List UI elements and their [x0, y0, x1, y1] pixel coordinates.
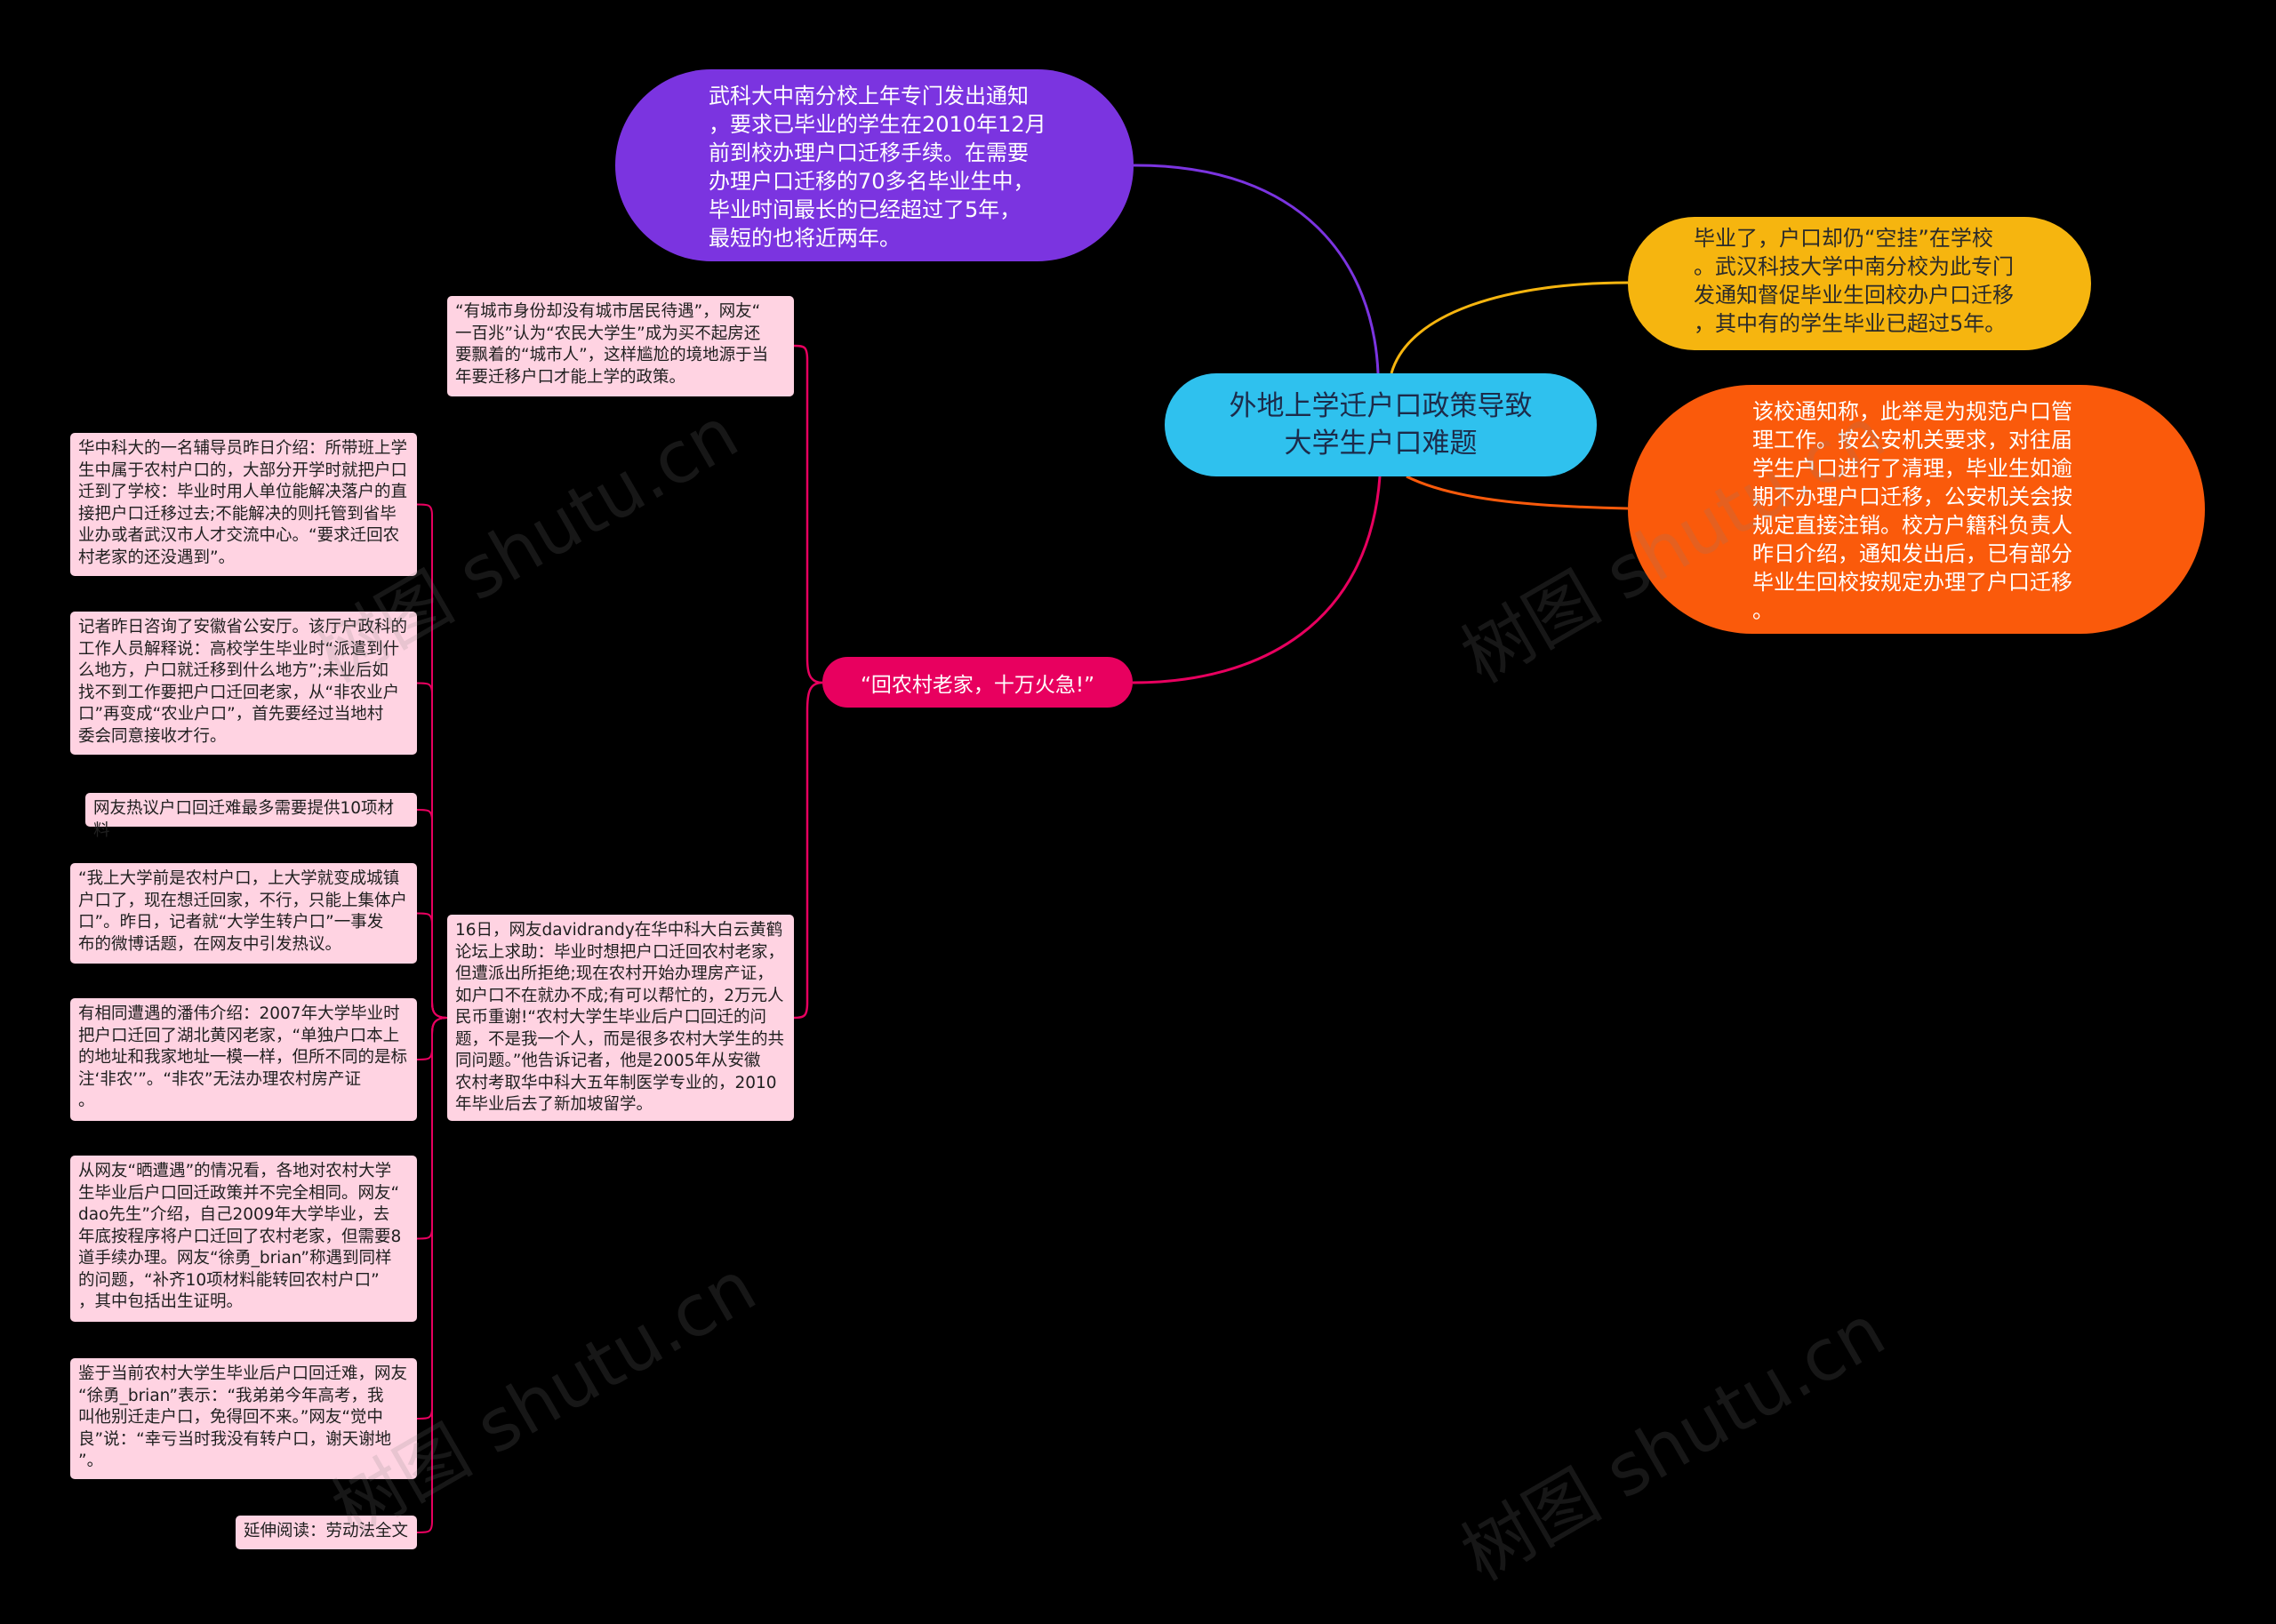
- level3-text-2: 记者昨日咨询了安徽省公安厅。该厅户政科的 工作人员解释说：高校学生毕业时“派遣到…: [78, 618, 408, 746]
- branch-label: “回农村老家，十万火急!”: [860, 673, 1095, 697]
- level3-text-7: 鉴于当前农村大学生毕业后户口回迁难，网友 “徐勇_brian”表示：“我弟弟今年…: [78, 1364, 408, 1470]
- connector-l2b-l3-4: [416, 912, 448, 1019]
- level2-node-2[interactable]: 16日，网友davidrandy在华中科大白云黄鹤 论坛上求助：毕业时想把户口迁…: [447, 915, 794, 1121]
- root-node[interactable]: 外地上学迁户口政策导致 大学生户口难题: [1165, 373, 1597, 476]
- branch-node[interactable]: “回农村老家，十万火急!”: [822, 657, 1133, 708]
- level3-text-3: 网友热议户口回迁难最多需要提供10项材料: [93, 799, 395, 840]
- connector-root-purple: [1133, 164, 1380, 374]
- level3-text-8: 延伸阅读：劳动法全文: [244, 1522, 409, 1540]
- purple-node[interactable]: 武科大中南分校上年专门发出通知 ，要求已毕业的学生在2010年12月 前到校办理…: [615, 69, 1134, 261]
- purple-text: 武科大中南分校上年专门发出通知 ，要求已毕业的学生在2010年12月 前到校办理…: [709, 84, 1046, 251]
- connector-root-orange: [1406, 475, 1629, 510]
- level3-text-5: 有相同遭遇的潘伟介绍：2007年大学毕业时 把户口迁回了湖北黄冈老家，“单独户口…: [78, 1004, 408, 1110]
- level3-node-1[interactable]: 华中科大的一名辅导员昨日介绍：所带班上学 生中属于农村户口的，大部分开学时就把户…: [70, 433, 417, 576]
- connector-root-yellow: [1390, 281, 1629, 374]
- level2-text-1: “有城市身份却没有城市居民待遇”，网友“ 一百兆”认为“农民大学生”成为买不起房…: [455, 302, 769, 387]
- connector-branch-l2b: [793, 681, 823, 1020]
- yellow-node[interactable]: 毕业了，户口却仍“空挂”在学校 。武汉科技大学中南分校为此专门 发通知督促毕业生…: [1628, 217, 2091, 350]
- root-title: 外地上学迁户口政策导致 大学生户口难题: [1229, 390, 1533, 460]
- level3-text-6: 从网友“晒遭遇”的情况看，各地对农村大学 生毕业后户口回迁政策并不完全相同。网友…: [78, 1162, 402, 1311]
- level3-text-4: “我上大学前是农村户口，上大学就变成城镇 户口了，现在想迁回家，不行，只能上集体…: [78, 869, 408, 954]
- level3-text-1: 华中科大的一名辅导员昨日介绍：所带班上学 生中属于农村户口的，大部分开学时就把户…: [78, 439, 408, 567]
- level3-node-7[interactable]: 鉴于当前农村大学生毕业后户口回迁难，网友 “徐勇_brian”表示：“我弟弟今年…: [70, 1358, 417, 1479]
- level3-node-6[interactable]: 从网友“晒遭遇”的情况看，各地对农村大学 生毕业后户口回迁政策并不完全相同。网友…: [70, 1156, 417, 1322]
- yellow-text: 毕业了，户口却仍“空挂”在学校 。武汉科技大学中南分校为此专门 发通知督促毕业生…: [1694, 226, 2014, 336]
- orange-node[interactable]: 该校通知称，此举是为规范户口管 理工作。按公安机关要求，对往届 学生户口进行了清…: [1628, 385, 2205, 634]
- connector-l2b-l3-8: [416, 1017, 448, 1533]
- level3-node-2[interactable]: 记者昨日咨询了安徽省公安厅。该厅户政科的 工作人员解释说：高校学生毕业时“派遣到…: [70, 612, 417, 755]
- level2-node-1[interactable]: “有城市身份却没有城市居民待遇”，网友“ 一百兆”认为“农民大学生”成为买不起房…: [447, 296, 794, 396]
- connector-branch-l2a: [793, 344, 823, 684]
- level2-text-2: 16日，网友davidrandy在华中科大白云黄鹤 论坛上求助：毕业时想把户口迁…: [455, 921, 785, 1114]
- level3-node-5[interactable]: 有相同遭遇的潘伟介绍：2007年大学毕业时 把户口迁回了湖北黄冈老家，“单独户口…: [70, 998, 417, 1121]
- level3-node-3[interactable]: 网友热议户口回迁难最多需要提供10项材料: [85, 793, 417, 840]
- connector-root-branch: [1132, 476, 1382, 684]
- level3-node-4[interactable]: “我上大学前是农村户口，上大学就变成城镇 户口了，现在想迁回家，不行，只能上集体…: [70, 863, 417, 964]
- level3-node-8[interactable]: 延伸阅读：劳动法全文: [236, 1516, 417, 1549]
- orange-text: 该校通知称，此举是为规范户口管 理工作。按公安机关要求，对往届 学生户口进行了清…: [1752, 399, 2072, 623]
